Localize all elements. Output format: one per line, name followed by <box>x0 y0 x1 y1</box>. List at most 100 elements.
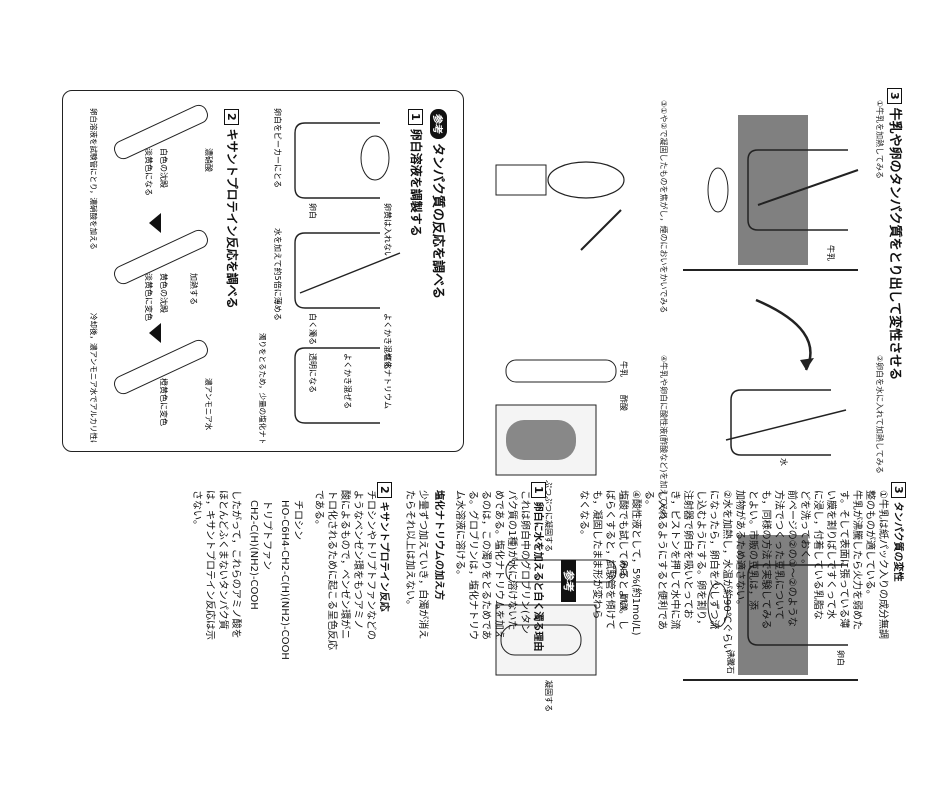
tryptophan-label: トリプトファン <box>261 500 272 570</box>
salt-note: 濁りをとるため，少量の塩化ナトリウムを加える <box>258 333 268 443</box>
step1-note: 卵白溶液を試験管にとり，濃硝酸を加える <box>89 108 99 250</box>
text-line: 酸によるもので，ベンゼン環がニ <box>339 490 350 640</box>
burner-flame <box>707 167 729 213</box>
section3-heading: 3 牛乳や卵のタンパク質をとり出して変性させる <box>887 88 906 380</box>
milk-label: 牛乳 <box>826 245 836 261</box>
beaker <box>294 232 380 309</box>
text-line: たらそれ以上は加えない。 <box>404 490 415 610</box>
text-line: 整のものが適している。 <box>864 490 875 600</box>
bottom-section3-heading: 3 タンパク質の変性 <box>891 482 906 582</box>
text-line: どを洗っておく。 <box>799 490 810 570</box>
text-line: ようなベンゼン環をもつアミノ <box>352 490 363 630</box>
arrow-icon <box>149 323 161 343</box>
text-line: これは卵白中のグロブリン(タン <box>519 490 530 634</box>
step3-caption: ③①や②で凝固したものを焦がし，煙のにおいをかいでみる <box>659 100 668 314</box>
subsection2-title: キサントプロテイン反応を調べる <box>225 128 239 309</box>
protein-reaction-panel: 参考タンパク質の反応を調べる 1卵白溶液を調製する 卵黄は入れない 卵白 卵白を… <box>62 90 464 452</box>
text-line: し込むようにする。卵を割り， <box>695 490 706 630</box>
yellow-ppt-label: 黄色の沈殿 <box>159 273 169 313</box>
arrow-icon <box>149 213 161 233</box>
test-tube <box>505 359 617 383</box>
text-line: し入れるようにすると便利であ <box>656 490 667 630</box>
burning-sample-illustration <box>495 161 625 251</box>
text-line: ④酸性液として，5%(約1mol/L) <box>630 490 641 636</box>
text-line: ②水を加熱し，水温が約90℃ぐらい <box>721 490 732 653</box>
text-line: めである。塩化ナトリウムを加え <box>493 490 504 640</box>
text-line: パク質の1種)が水に溶けないた <box>506 490 517 631</box>
xanthoprotein-illustration: 濃硝酸 白色の沈殿 淡黄色になる 卵白溶液を試験管にとり，濃硝酸を加える 加熱す… <box>89 104 214 443</box>
stirring-rod <box>725 409 847 441</box>
boiling-stone-label: 沸騰石 <box>726 650 736 674</box>
egg-tube-label: 卵白 <box>619 560 629 576</box>
tongs <box>580 209 622 251</box>
beaker-note: 卵白をビーカーにとる <box>273 108 283 188</box>
text-line: も，凝固したまま形が変わら <box>591 490 602 620</box>
text-line: 塩酸でも試してみるとよい。し <box>617 490 628 630</box>
water-beaker-illustration: 水 <box>725 389 847 466</box>
bottom-reference-tag-label: 参考 <box>561 560 576 602</box>
egg-white-label: 卵白 <box>836 650 846 666</box>
flame <box>547 161 625 199</box>
subsection1-heading: 1卵白溶液を調製する <box>408 109 425 237</box>
curd-label: ぷつぷつに凝固する <box>544 480 554 552</box>
cloudy-label: 白く濁る <box>308 313 318 345</box>
text-line: 前ページの②の①～②のような <box>786 490 797 627</box>
text-line: も，同様の方法で実験してみる <box>760 490 771 630</box>
tryptophan-formula: CH2-C(H)(NH2)-COOH <box>248 500 259 610</box>
egg <box>360 135 390 181</box>
section3-title: 牛乳や卵のタンパク質をとり出して変性させる <box>887 107 902 381</box>
subsection2-number: 2 <box>224 109 239 125</box>
tyrosine-label: チロシン <box>292 500 303 540</box>
yolk-note: 卵黄は入れない <box>383 203 393 259</box>
wire-gauze <box>738 535 808 675</box>
subsection2-heading: 2 キサントプロテイン反応を調べる <box>224 109 241 309</box>
text-line: ばらくすると，試験管を傾けて <box>604 490 615 630</box>
text-line: き，ピストンを押して水中に流 <box>669 490 680 630</box>
beaker <box>747 564 848 646</box>
bottom-ref1-title: 卵白に水を加えると白く濁る理由 <box>532 501 543 652</box>
yellow-label: 淡黄色になる <box>144 148 154 196</box>
text-line: ほとんどふくまないタンパク質 <box>217 490 228 630</box>
egg-solution-illustration: 卵黄は入れない 卵白 卵白をビーカーにとる よくかき混ぜる 白く濁る 水を加えて… <box>258 108 401 443</box>
beaker <box>747 149 848 231</box>
vinegar-label-1: 酢酸 <box>619 395 629 411</box>
section3-number: 3 <box>887 88 902 104</box>
experiment-illustrations: 3 牛乳や卵のタンパク質をとり出して変性させる ①牛乳を加熱してみる ②卵白を水に… <box>476 0 946 792</box>
salt-label: 塩化ナトリウム <box>383 353 393 409</box>
curd-texture <box>506 420 576 460</box>
step2-caption: ②卵白を水に入れて加熱してみる <box>875 355 884 474</box>
bottom-section3-number: 3 <box>891 482 906 498</box>
yellow2-label: 淡黄色に変色 <box>144 273 154 321</box>
text-line: 牛乳が沸騰したら火力を弱めた <box>851 490 862 630</box>
test-tube <box>114 339 208 395</box>
text-line: なくなる。 <box>578 490 589 540</box>
bottom-ref2-heading: 2キサントプロテイン反応 <box>377 482 392 612</box>
reference-tag: 参考 <box>430 109 447 139</box>
bottom-section3-title: タンパク質の変性 <box>892 501 903 582</box>
text-line: である。 <box>313 490 324 530</box>
test-tube <box>114 229 208 285</box>
salt-method-heading: 塩化ナトリウムの加え方 <box>433 490 444 600</box>
tyrosine-formula: HO-C6H4-CH2-C(H)(NH2)-COOH <box>279 500 290 660</box>
bottom-ref1-heading: 1卵白に水を加えると白く濁る理由 <box>531 482 546 651</box>
milk-tube-label: 牛乳 <box>619 361 629 377</box>
coagulate-closeup-frame <box>495 604 597 676</box>
text-line: したがって，これらのアミノ酸を <box>230 490 241 639</box>
text-line: チロシンやトリプトファンなどの <box>365 490 376 640</box>
step3-note: 冷却後，濃アンモニア水でアルカリ性になるまで加える <box>89 313 99 443</box>
text-line: す。そして表面に張っている薄 <box>838 490 849 629</box>
text-line: る。 <box>643 490 654 510</box>
bottom-reference-tag: 参考 <box>561 560 576 602</box>
text-line: ①牛乳は紙パック入りの成分無調 <box>877 490 888 639</box>
text-line: トロ化されるために起こる呈色反応 <box>326 490 337 650</box>
water-note: 水を加えて約5倍に薄める <box>273 228 283 321</box>
step1-caption: ①牛乳を加熱してみる <box>875 100 884 179</box>
water-label: 水 <box>779 458 789 466</box>
vinegar-label-2: 酢酸 <box>619 595 629 611</box>
stir-label: よくかき混ぜる <box>383 313 392 369</box>
text-line: は，キサントプロテイン反応は示 <box>204 490 215 640</box>
panel-title: タンパク質の反応を調べる <box>430 143 445 300</box>
subsection1-title: 卵白溶液を調製する <box>409 128 423 237</box>
bottom-ref2-number: 2 <box>377 482 392 498</box>
